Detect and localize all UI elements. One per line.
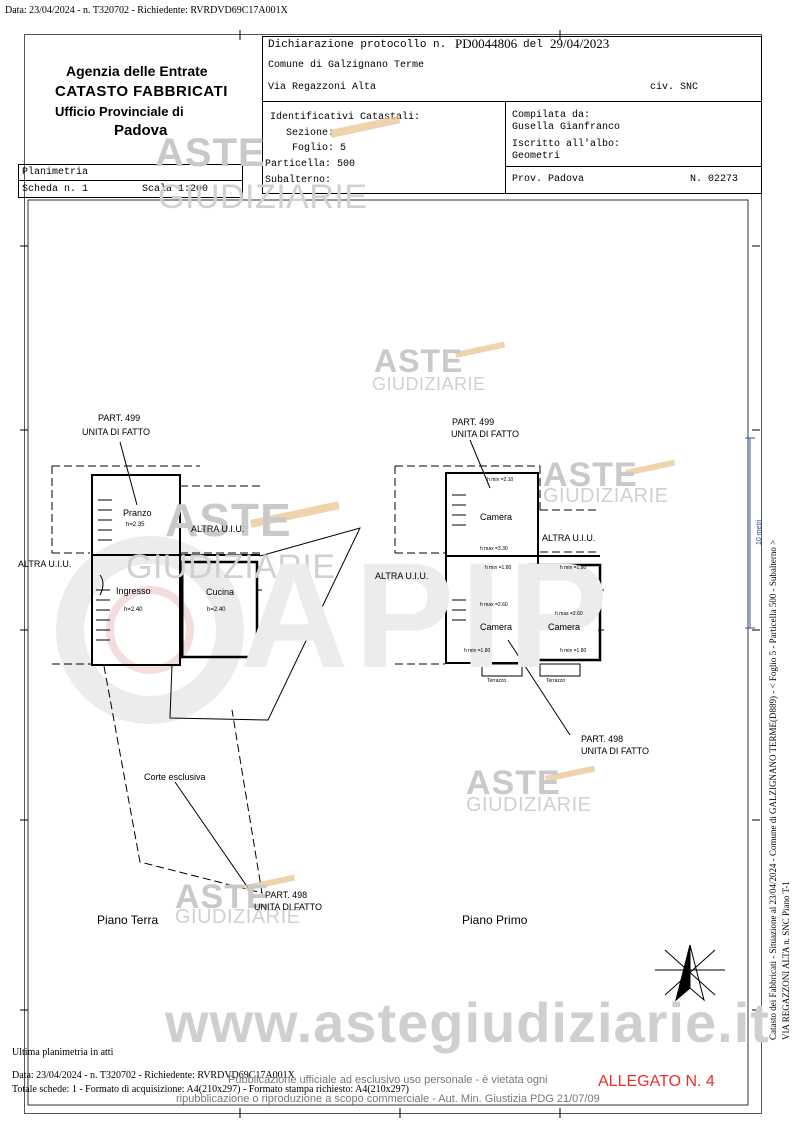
ufficio-label: Ufficio Provinciale di [55,104,184,119]
piano-terra-plan [51,441,361,899]
floor-title-piano-terra: Piano Terra [97,913,159,927]
watermark-apip: APIP [240,531,615,699]
label-unita-terra: UNITA DI FATTO [82,427,151,437]
particella-value: Particella: 500 [265,159,356,170]
label-terrazzo: Terrazzo [487,678,507,684]
ufficio-provincia: Padova [114,122,168,139]
piano-primo-plan [394,439,604,736]
height-hmax-260: h max =2.60 [480,602,508,608]
watermark-aste: ASTE [374,343,464,379]
room-camera-1: Camera [480,512,513,522]
compilata-name: Gusella Gianfranco [512,122,621,133]
allegato-label: ALLEGATO N. 4 [598,1073,715,1090]
top-request-line: Data: 23/04/2024 - n. T320702 - Richiede… [5,5,288,16]
label-part498-primo: PART. 498 [581,734,624,744]
room-camera-2: Camera [480,622,513,632]
planimetria-label: Planimetria [22,167,89,178]
albo-value: Geometri [512,151,561,162]
header-box [262,36,762,194]
dichiarazione-date: 29/04/2023 [550,36,610,51]
label-corte-esclusiva: Corte esclusiva [144,772,206,782]
label-unita-primo: UNITA DI FATTO [451,429,520,439]
watermark-aste: ASTE [175,878,270,916]
room-pranzo: Pranzo [123,508,152,518]
albo-number: N. 02273 [690,174,739,185]
height-hmax-330: h max =3.30 [480,546,508,552]
iscritto-label: Iscritto all'albo: [512,139,621,150]
height-hmin-180: h min =1.80 [464,648,491,654]
label-unita-part498-terra: UNITA DI FATTO [254,902,323,912]
room-camera-3: Camera [548,622,581,632]
planimetria-box [18,164,243,198]
scheda-number: Scheda n. 1 [22,184,89,195]
notice-line-1: Pubblicazione ufficiale ad esclusivo uso… [228,1074,548,1086]
sezione-label: Sezione: [286,128,335,139]
scale-value: Scala 1:200 [142,184,209,195]
provincia-value: Prov. Padova [512,174,585,185]
protocollo-number: PD0044806 [455,36,518,51]
hammer-watermark-icons [245,115,676,891]
watermark-aste: ASTE [466,764,561,802]
label-terrazzo: Terrazzo [546,678,566,684]
footer-request-line: Data: 23/04/2024 - n. T320702 - Richiede… [12,1070,295,1081]
watermark-aste: ASTE [165,494,292,546]
subalterno-label: Subalterno: [265,175,332,186]
side-cadastral-info: Catasto dei Fabbricati - Situazione al 2… [768,539,778,1040]
address-street: Via Regazzoni Alta [268,82,377,93]
north-arrow-icon [655,944,725,1002]
dichiarazione-del: del [523,39,543,51]
compilata-title: Compilata da: [512,110,591,121]
room-cucina: Cucina [206,587,235,597]
identificativi-title: Identificativi Catastali: [270,112,421,123]
height-pranzo: h=2.35 [126,522,145,528]
comune-name: Comune di Galzignano Terme [268,60,425,71]
watermark-giudiziarie: GIUDIZIARIE [126,548,336,586]
side-address-info: VIA REGAZZONI ALTA n. SNC Piano T-1 [781,881,791,1040]
room-ingresso: Ingresso [116,586,151,596]
dichiarazione-prefix: Dichiarazione protocollo n. [268,39,447,51]
label-unita-part498-primo: UNITA DI FATTO [581,746,650,756]
height-hmin-210: h min =2.10 [487,477,514,483]
label-part499-terra: PART. 499 [98,413,141,423]
scale-bar-label: 10 metri [756,519,763,545]
watermark-giudiziarie: GIUDIZIARIE [543,485,669,507]
height-ingresso: h=2.40 [124,607,143,613]
label-altra-uiu: ALTRA U.I.U. [542,533,596,543]
address-civic: civ. SNC [650,82,699,93]
height-cucina: h=2.40 [207,607,226,613]
height-hmax-260: h max =2.60 [555,611,583,617]
website-watermark: www.astegiudiziarie.it [165,991,770,1054]
floor-title-piano-primo: Piano Primo [462,913,528,927]
watermark-aste: ASTE [543,456,638,494]
watermark-giudiziarie: GIUDIZIARIE [158,178,368,216]
label-part499-primo: PART. 499 [452,417,495,427]
footer-totale-schede: Totale schede: 1 - Formato di acquisizio… [12,1084,409,1095]
foglio-value: Foglio: 5 [292,143,347,154]
watermark-giudiziarie: GIUDIZIARIE [466,794,592,816]
label-altra-uiu: ALTRA U.I.U. [191,524,245,534]
ultima-planimetria: Ultima planimetria in atti [12,1047,114,1058]
label-part498-terra: PART. 498 [265,890,308,900]
watermark-giudiziarie: GIUDIZIARIE [175,906,301,928]
label-altra-uiu: ALTRA U.I.U. [18,559,72,569]
watermark-giudiziarie: GIUDIZIARIE [372,374,486,394]
height-hmin-180: h min =1.80 [485,565,512,571]
height-hmin-180: h min =1.80 [560,648,587,654]
label-altra-uiu: ALTRA U.I.U. [375,571,429,581]
catasto-title: CATASTO FABBRICATI [55,83,228,100]
notice-line-2: ripubblicazione o riproduzione a scopo c… [176,1093,600,1105]
drawing-frame [24,34,762,1114]
agency-name: Agenzia delle Entrate [66,63,208,79]
height-hmin-180: h min =1.80 [560,565,587,571]
watermark-aste: ASTE [155,131,266,175]
